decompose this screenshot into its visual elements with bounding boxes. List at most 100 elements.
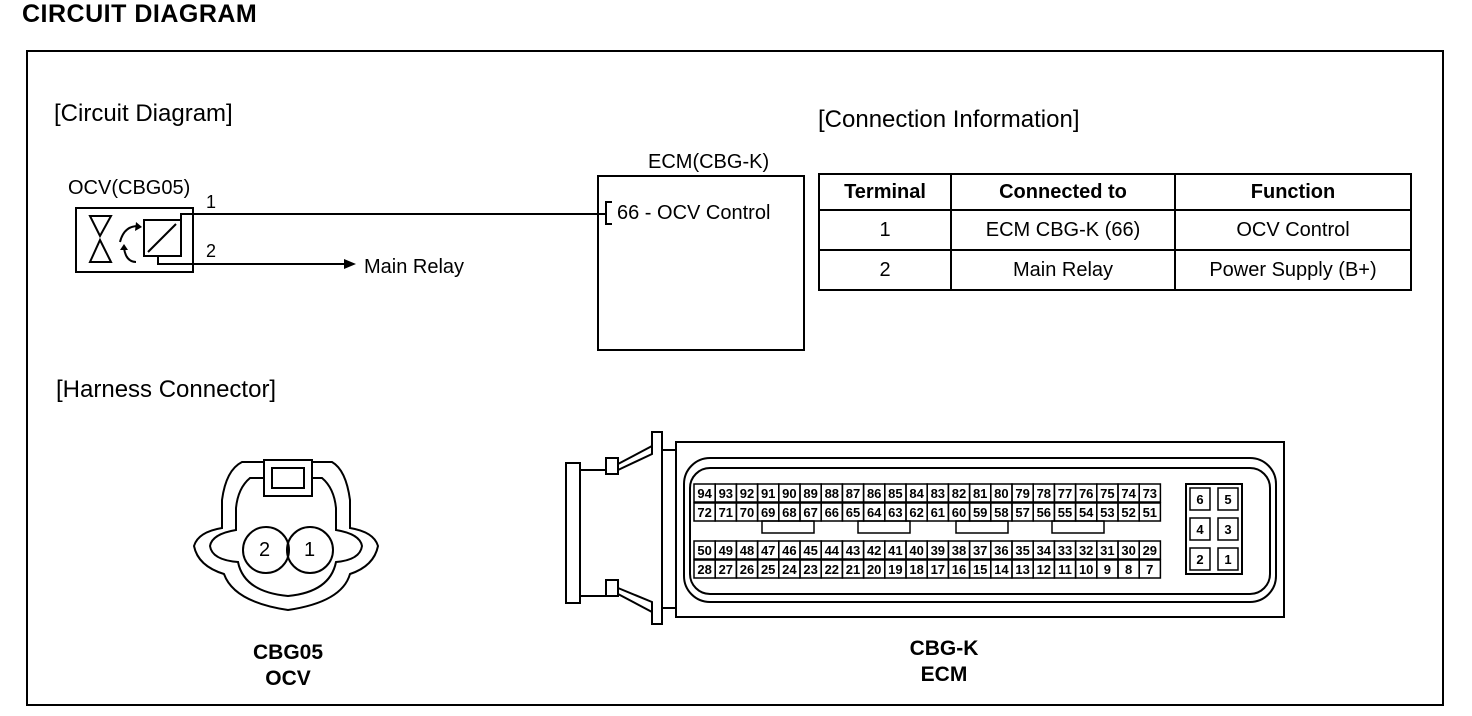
ecm-pin-label: 28: [697, 562, 711, 577]
ecm-pin-label: 46: [782, 543, 796, 558]
ecm-pin-label: 15: [973, 562, 987, 577]
ecm-small-pin-label: 1: [1224, 552, 1231, 567]
ecm-pin-label: 76: [1079, 486, 1093, 501]
ocv-label: OCV(CBG05): [68, 177, 191, 199]
ecm-pin-label: 82: [952, 486, 966, 501]
ecm-label: ECM(CBG-K): [648, 151, 770, 173]
ecm-connector-name: CBG-K: [909, 637, 979, 660]
diagram-frame: [26, 50, 1444, 706]
ecm-pin-label: 74: [1121, 486, 1136, 501]
ecm-pin-label: 50: [697, 543, 711, 558]
ocv-connector-body: [192, 461, 380, 612]
ecm-pin-label: 88: [825, 486, 839, 501]
ecm-small-pin-label: 3: [1224, 522, 1231, 537]
table-cell: Main Relay: [950, 249, 1176, 291]
ecm-pin-label: 31: [1100, 543, 1114, 558]
ecm-pin-label: 36: [994, 543, 1008, 558]
ecm-pin-label: 84: [909, 486, 924, 501]
ecm-box: [597, 175, 805, 351]
ecm-pin-label: 43: [846, 543, 860, 558]
pin1-label: 1: [206, 192, 217, 212]
ecm-pin-label: 67: [803, 505, 817, 520]
ecm-pin-label: 37: [973, 543, 987, 558]
ecm-pin-label: 83: [931, 486, 945, 501]
ecm-pin-label: 32: [1079, 543, 1093, 558]
ocv-connector-name: CBG05: [252, 641, 324, 664]
ecm-connector-sub: ECM: [920, 663, 968, 686]
ecm-key-notch: [857, 520, 911, 534]
ecm-pin-label: 68: [782, 505, 796, 520]
ecm-pin-label: 59: [973, 505, 987, 520]
ecm-pin-label: 65: [846, 505, 860, 520]
ecm-pin-label: 57: [1015, 505, 1029, 520]
ecm-pin-label: 55: [1058, 505, 1072, 520]
table-cell: OCV Control: [1174, 209, 1412, 251]
ecm-pin-label: 52: [1121, 505, 1135, 520]
ecm-pin-label: 45: [803, 543, 817, 558]
ecm-pin-label: 89: [803, 486, 817, 501]
solenoid-icon: [143, 219, 182, 257]
ecm-pin-label: 17: [931, 562, 945, 577]
ecm-pin-label: 56: [1037, 505, 1051, 520]
table-header: Terminal: [818, 173, 952, 211]
ecm-pin-label: 21: [846, 562, 860, 577]
ecm-pin-label: 35: [1015, 543, 1029, 558]
table-cell: 2: [818, 249, 952, 291]
ecm-pin-label: 63: [888, 505, 902, 520]
ecm-pin-cell: [1138, 502, 1162, 522]
table-row: 1 ECM CBG-K (66) OCV Control: [818, 209, 1412, 251]
wire-pin1: [180, 213, 606, 226]
ecm-pin-label: 80: [994, 486, 1008, 501]
connection-section-title: [Connection Information]: [818, 106, 1080, 133]
valve-top-icon: [88, 215, 113, 239]
ecm-pin-label: 87: [846, 486, 860, 501]
ecm-key-notch: [761, 520, 815, 534]
ecm-pin-label: 49: [719, 543, 733, 558]
ecm-pin-label: 34: [1037, 543, 1052, 558]
ecm-key-notch: [1051, 520, 1105, 534]
harness-section-title: [Harness Connector]: [56, 376, 277, 403]
valve-bottom-icon: [88, 237, 113, 263]
wire-pin2: [157, 256, 345, 265]
ecm-pin-label: 30: [1121, 543, 1135, 558]
ecm-pin-label: 71: [719, 505, 733, 520]
ocv-box: [75, 207, 194, 273]
table-header: Function: [1174, 173, 1412, 211]
ecm-terminal-label: 66 - OCV Control: [617, 202, 771, 224]
ecm-pin-label: 91: [761, 486, 775, 501]
ecm-small-pin-cell: [1217, 517, 1239, 541]
ecm-pin-cell: [1138, 559, 1162, 579]
ecm-pin-label: 47: [761, 543, 775, 558]
ocv-pin-label: 2: [259, 539, 271, 561]
circuit-section-title: [Circuit Diagram]: [54, 100, 233, 127]
ecm-pin-label: 93: [719, 486, 733, 501]
ecm-pin-label: 58: [994, 505, 1008, 520]
ecm-pin-label: 8: [1125, 562, 1132, 577]
table-cell: Power Supply (B+): [1174, 249, 1412, 291]
ecm-pin-label: 61: [931, 505, 945, 520]
connection-table: Terminal Connected to Function 1 ECM CBG…: [818, 173, 1412, 291]
ecm-pin-label: 9: [1104, 562, 1111, 577]
ecm-pin-label: 19: [888, 562, 902, 577]
ecm-pin-label: 13: [1015, 562, 1029, 577]
ecm-pin-label: 42: [867, 543, 881, 558]
ecm-pin-label: 92: [740, 486, 754, 501]
ecm-pin-label: 66: [825, 505, 839, 520]
ecm-small-pin-cell: [1217, 547, 1239, 571]
ecm-small-pin-cell: [1217, 487, 1239, 511]
ecm-pin-label: 54: [1079, 505, 1094, 520]
ecm-small-pin-label: 2: [1196, 552, 1203, 567]
ecm-pin-label: 70: [740, 505, 754, 520]
ecm-connector-body: [565, 431, 1285, 625]
ecm-key-notch: [955, 520, 1009, 534]
ecm-pin-label: 48: [740, 543, 754, 558]
ecm-pin-label: 41: [888, 543, 902, 558]
ecm-small-pin-cell: [1189, 547, 1211, 571]
ecm-pin-label: 29: [1143, 543, 1157, 558]
ecm-pin-label: 22: [825, 562, 839, 577]
ecm-pin-cell: [1138, 483, 1162, 503]
table-cell: ECM CBG-K (66): [950, 209, 1176, 251]
ecm-pin-label: 27: [719, 562, 733, 577]
